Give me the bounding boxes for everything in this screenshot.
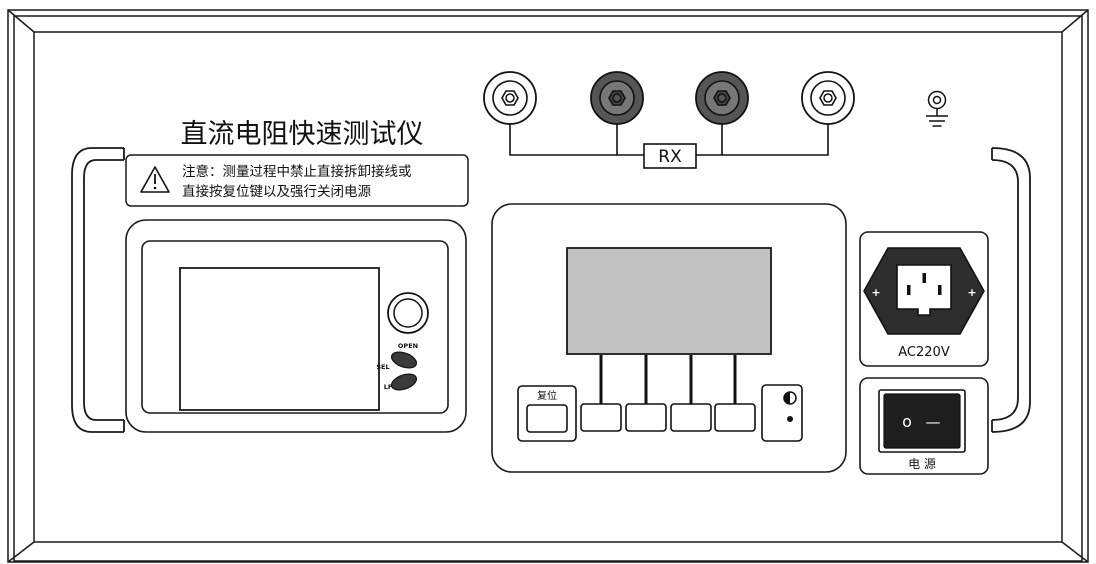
softkey-leaders — [599, 355, 737, 404]
socket-pins — [907, 273, 942, 295]
socket-voltage-label: AC220V — [898, 345, 950, 360]
display-keypad-module: 复位 — [491, 203, 847, 473]
softkey-4[interactable] — [714, 403, 756, 432]
contrast-dot — [787, 416, 793, 422]
meter-screen — [179, 267, 380, 411]
warning-line-1: 注意：测量过程中禁止直接拆卸接线或 — [182, 163, 412, 180]
socket-plus-right: + — [967, 286, 976, 299]
panel-frame — [7, 9, 1089, 563]
terminal-post-2[interactable] — [590, 71, 644, 125]
terminal-posts: RX — [483, 71, 855, 169]
switch-on-symbol: o — [902, 412, 912, 431]
rx-label: RX — [658, 147, 682, 167]
power-label: 电 源 — [908, 457, 936, 471]
open-knob[interactable] — [387, 292, 429, 334]
softkey-2[interactable] — [625, 403, 667, 432]
power-rocker-switch[interactable] — [883, 393, 961, 449]
terminal-post-3[interactable] — [695, 71, 749, 125]
power-switch-module: o — 电 源 — [859, 377, 989, 475]
sel-label: SEL — [376, 363, 389, 371]
rx-label-box — [643, 143, 697, 169]
socket-plus-left: + — [871, 286, 880, 299]
contrast-half-circle-icon — [783, 391, 797, 405]
switch-off-symbol: — — [926, 413, 941, 431]
meter-module: OPEN SEL LF — [125, 219, 467, 433]
left-handle[interactable] — [71, 147, 125, 433]
device-title: 直流电阻快速测试仪 — [181, 119, 424, 150]
rx-wiring — [509, 124, 829, 156]
reset-button[interactable] — [526, 404, 568, 433]
ground-terminal-icon[interactable] — [926, 90, 948, 127]
lf-label: LF — [384, 383, 393, 391]
softkey-3[interactable] — [670, 403, 712, 432]
open-label: OPEN — [398, 342, 418, 350]
reset-key-group: 复位 — [517, 385, 577, 442]
warning-box: 注意：测量过程中禁止直接拆卸接线或 直接按复位键以及强行关闭电源 — [125, 154, 469, 207]
socket-cavity — [896, 264, 952, 316]
reset-label: 复位 — [537, 389, 557, 402]
warning-line-2: 直接按复位键以及强行关闭电源 — [182, 183, 371, 200]
sel-button[interactable] — [389, 349, 418, 371]
contrast-control[interactable] — [761, 384, 803, 442]
ac-socket-module: + + AC220V — [859, 231, 989, 367]
warning-triangle-icon — [140, 166, 170, 193]
right-handle[interactable] — [991, 147, 1031, 433]
softkey-1[interactable] — [580, 403, 622, 432]
terminal-post-1[interactable] — [483, 71, 537, 125]
lcd-screen — [566, 247, 772, 355]
lf-button[interactable] — [389, 371, 418, 393]
terminal-post-4[interactable] — [801, 71, 855, 125]
